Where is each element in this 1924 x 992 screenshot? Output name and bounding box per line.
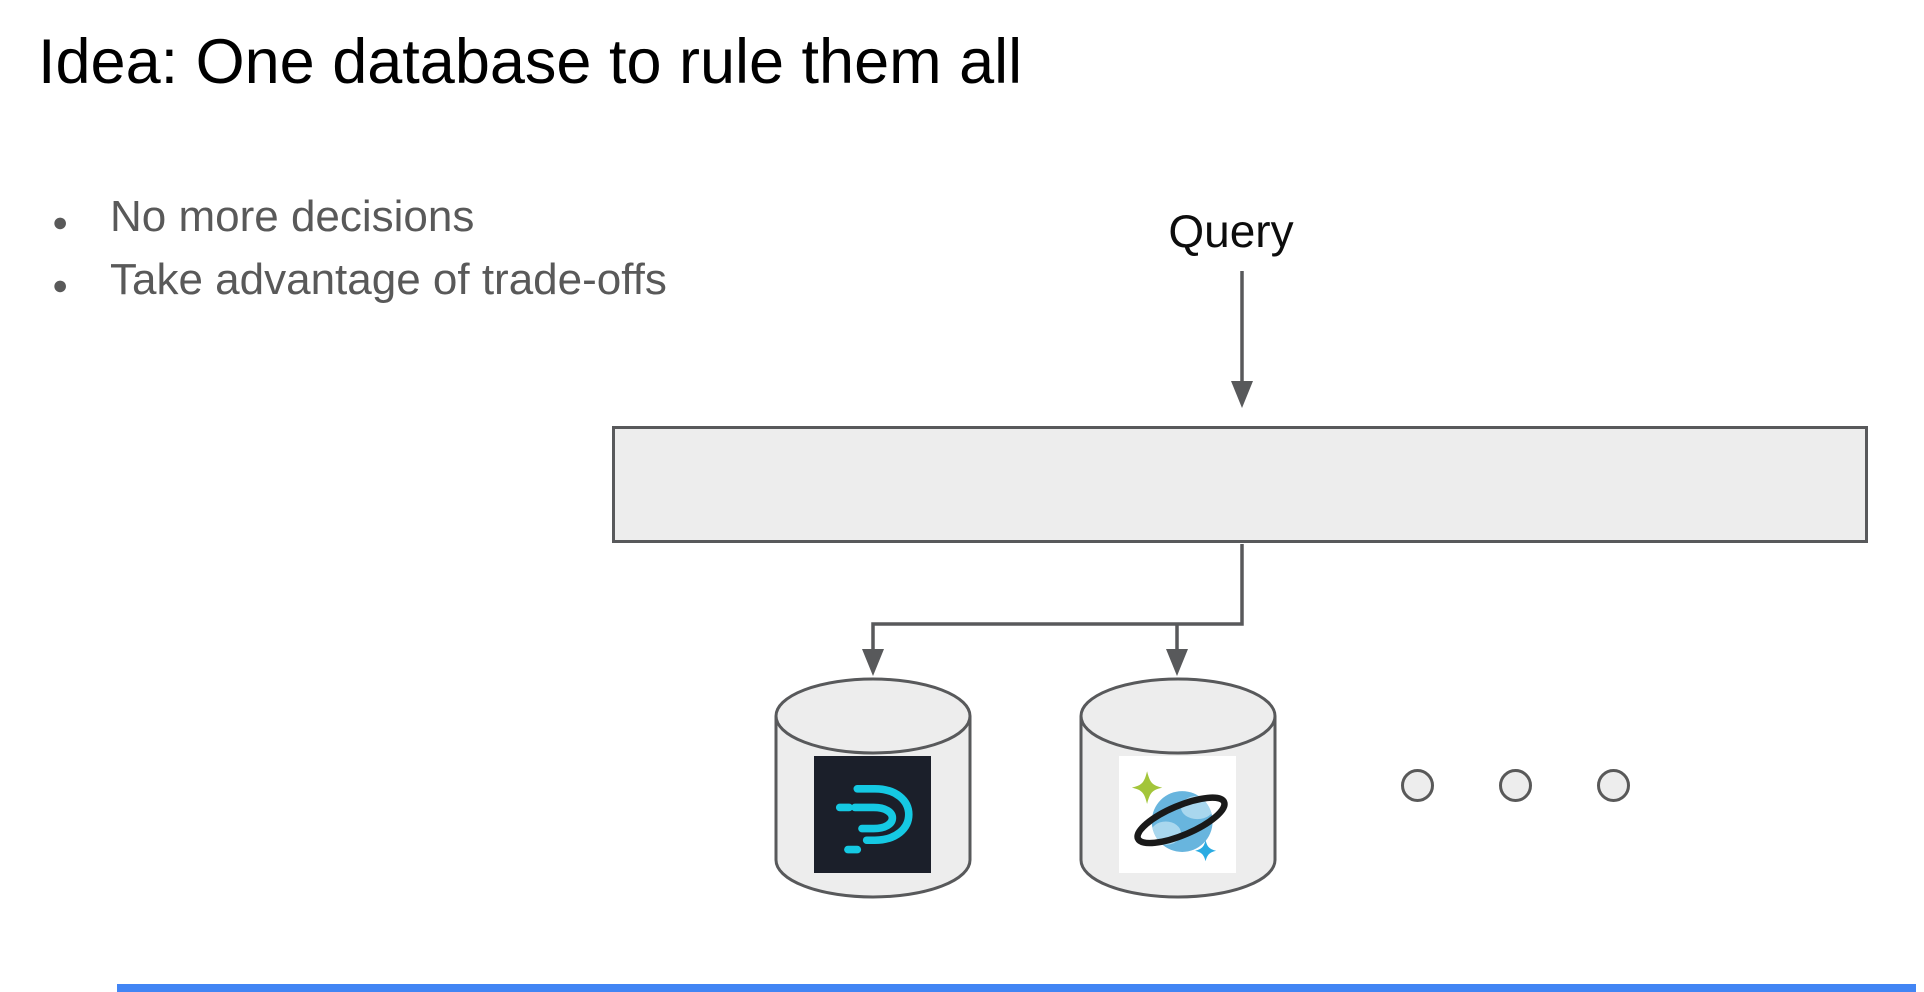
- bullet-icon: ●: [52, 270, 69, 301]
- arrowhead-icon: [1231, 381, 1253, 408]
- bullet-text: Take advantage of trade-offs: [110, 255, 667, 305]
- arrowhead-icon: [862, 649, 884, 676]
- ellipsis-dot: [1597, 769, 1630, 802]
- bottom-accent-bar: [117, 984, 1916, 992]
- azure-cosmos-db-logo: [1119, 756, 1236, 873]
- ellipsis-dots: [1401, 769, 1630, 802]
- database-cylinder-cosmos-db: [1078, 676, 1278, 900]
- ellipsis-dot: [1401, 769, 1434, 802]
- router-box: [612, 426, 1868, 543]
- ellipsis-dot: [1499, 769, 1532, 802]
- bullet-item: ● Take advantage of trade-offs: [52, 255, 667, 305]
- dragonfly-logo: [814, 756, 931, 873]
- query-label: Query: [1168, 205, 1294, 257]
- bullet-text: No more decisions: [110, 192, 475, 241]
- slide-title: Idea: One database to rule them all: [38, 27, 1023, 97]
- bullet-list: ● No more decisions ● Take advantage of …: [52, 192, 667, 320]
- branch-connector: [871, 544, 1244, 650]
- bullet-item: ● No more decisions: [52, 192, 667, 241]
- database-cylinder-dragonfly: [773, 676, 973, 900]
- bullet-icon: ●: [52, 207, 69, 237]
- arrowhead-icon: [1166, 649, 1188, 676]
